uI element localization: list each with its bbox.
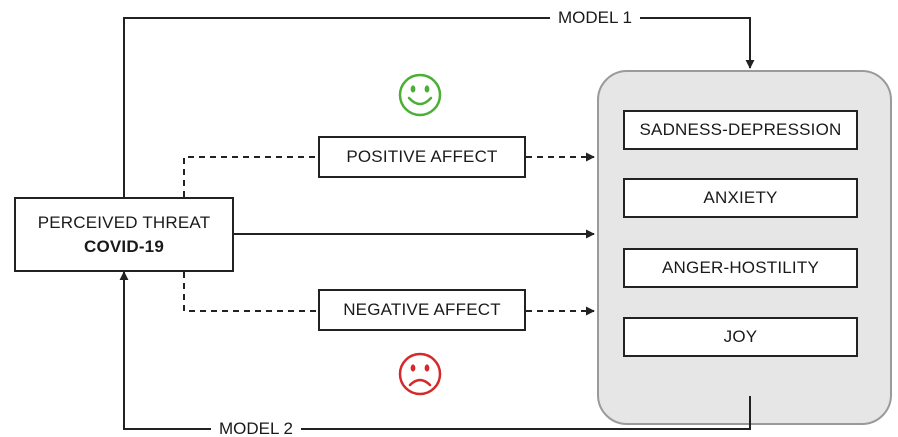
model1-path <box>123 17 755 197</box>
outcome-box-anger-hostility: ANGER-HOSTILITY <box>623 248 858 288</box>
perceived-threat-box: PERCEIVED THREAT COVID-19 <box>14 197 234 272</box>
model2-path <box>119 271 751 430</box>
model2-label: MODEL 2 <box>211 419 302 437</box>
negative-branch-line <box>183 272 318 312</box>
positive-branch-line <box>183 156 318 197</box>
model1-label: MODEL 1 <box>550 8 641 28</box>
outcome-box-anxiety: ANXIETY <box>623 178 858 218</box>
smiley-face-icon <box>398 73 442 117</box>
outcome-box-sadness-depression: SADNESS-DEPRESSION <box>623 110 858 150</box>
predictor-title: COVID-19 <box>83 236 164 256</box>
negative-affect-box: NEGATIVE AFFECT <box>318 289 526 331</box>
sad-face-icon <box>398 352 442 396</box>
outcome-box-joy: JOY <box>623 317 858 357</box>
positive-affect-box: POSITIVE AFFECT <box>318 136 526 178</box>
predictor-label: PERCEIVED THREAT <box>37 212 211 232</box>
